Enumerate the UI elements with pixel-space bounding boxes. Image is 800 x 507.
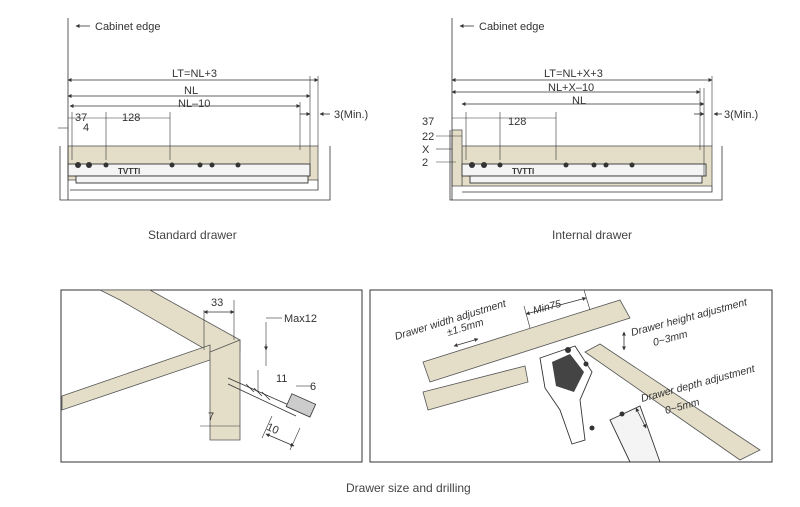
mount-hole bbox=[563, 162, 569, 168]
width-adjust-arrow bbox=[453, 338, 479, 347]
cabinet-edge-label: Cabinet edge bbox=[95, 21, 160, 33]
extension-line bbox=[583, 289, 591, 311]
drilling-diagram: 33 Max12 11 6 7 10 bbox=[60, 289, 363, 463]
drill-shank bbox=[285, 393, 317, 418]
dim-22: 22 bbox=[422, 131, 434, 143]
min-gap-label: 3(Min.) bbox=[334, 109, 368, 121]
lt-label: LT=NL+3 bbox=[172, 68, 217, 80]
cabinet-inner bbox=[70, 180, 319, 191]
internal-caption: Internal drawer bbox=[552, 228, 632, 242]
cabinet-outline bbox=[449, 130, 723, 201]
min-gap-label: 3(Min.) bbox=[724, 109, 758, 121]
mount-hole bbox=[603, 162, 609, 168]
side-panel bbox=[209, 339, 241, 441]
slide-rail-lower bbox=[469, 175, 703, 184]
standard-drawer-diagram: TVTTI Cabinet edge LT=NL+3 NL NL–10 37 1… bbox=[58, 18, 368, 242]
drawer-front-board bbox=[422, 299, 631, 383]
mount-hole bbox=[169, 162, 175, 168]
nl-minus-label: NL–10 bbox=[178, 98, 210, 110]
mount-hole bbox=[469, 162, 475, 168]
mount-hole bbox=[86, 162, 92, 168]
mount-hole bbox=[75, 162, 81, 168]
mount-hole bbox=[497, 162, 503, 168]
dim-2: 2 bbox=[422, 157, 428, 169]
cabinet-inner bbox=[462, 186, 713, 193]
adjust-screw bbox=[589, 425, 595, 431]
cabinet-outline bbox=[59, 146, 331, 201]
locking-device-body bbox=[552, 354, 584, 392]
dim-4: 4 bbox=[83, 122, 89, 134]
lt-label: LT=NL+X+3 bbox=[544, 68, 603, 80]
standard-caption: Standard drawer bbox=[148, 228, 237, 242]
mount-hole bbox=[235, 162, 241, 168]
adjust-screw bbox=[583, 361, 589, 367]
dim-37: 37 bbox=[422, 116, 434, 128]
nlx-label: NL+X–10 bbox=[548, 82, 594, 94]
drill-bit bbox=[227, 383, 297, 417]
dim-7: 7 bbox=[208, 411, 214, 423]
dim-128: 128 bbox=[508, 116, 526, 128]
drawer-side-board bbox=[584, 343, 761, 461]
extension-line bbox=[523, 305, 531, 329]
mount-hole bbox=[629, 162, 635, 168]
adjust-screw bbox=[565, 347, 571, 353]
dim-33: 33 bbox=[211, 297, 223, 309]
mount-hole bbox=[209, 162, 215, 168]
drawer-front bbox=[451, 129, 463, 187]
dim-128: 128 bbox=[122, 112, 140, 124]
dim-6: 6 bbox=[310, 381, 316, 393]
depth-adjust-arrow bbox=[635, 407, 647, 429]
min75-line bbox=[525, 296, 587, 316]
mount-hole bbox=[481, 162, 487, 168]
bottom-caption: Drawer size and drilling bbox=[346, 481, 471, 495]
brand-logo: TVTTI bbox=[118, 167, 140, 176]
slide-rail-lower bbox=[75, 175, 309, 184]
adjustment-diagram: Drawer width adjustment ±1.5mm Min75 Dra… bbox=[369, 289, 773, 463]
dim-11: 11 bbox=[276, 373, 287, 385]
brand-logo: TVTTI bbox=[512, 167, 534, 176]
nl-label: NL bbox=[184, 85, 198, 97]
extension-line bbox=[261, 415, 273, 439]
internal-drawer-diagram: TVTTI Cabinet edge LT=NL+X+3 NL+X–10 NL … bbox=[422, 18, 758, 242]
mount-hole bbox=[197, 162, 203, 168]
drawer-bottom-board bbox=[422, 365, 529, 411]
adjust-screw bbox=[619, 411, 625, 417]
mount-hole bbox=[591, 162, 597, 168]
dim-10-line bbox=[265, 433, 295, 447]
nl-label: NL bbox=[572, 95, 586, 107]
mount-hole bbox=[103, 162, 109, 168]
dim-37: 37 bbox=[75, 112, 87, 124]
dim-max12: Max12 bbox=[284, 313, 317, 325]
cabinet-edge-label: Cabinet edge bbox=[479, 21, 544, 33]
dim-10: 10 bbox=[264, 421, 280, 437]
dim-x: X bbox=[422, 144, 430, 156]
drawer-rail bbox=[609, 405, 661, 463]
